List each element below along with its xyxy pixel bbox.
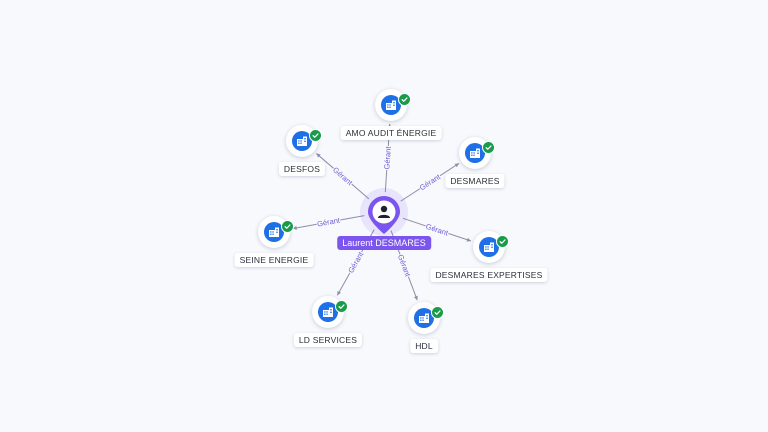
building-icon — [479, 237, 499, 257]
relation-label: Gérant — [396, 253, 413, 278]
building-icon — [318, 302, 338, 322]
company-name[interactable]: DESMARES EXPERTISES — [430, 268, 548, 282]
person-name[interactable]: Laurent DESMARES — [337, 236, 431, 250]
verified-check-icon — [398, 93, 411, 106]
building-icon — [264, 222, 284, 242]
relation-edge: Gérant — [316, 153, 370, 200]
verified-check-icon — [482, 141, 495, 154]
company-avatar — [473, 231, 505, 263]
arrow-head-icon — [337, 290, 341, 296]
verified-check-icon — [431, 306, 444, 319]
verified-check-icon — [335, 300, 348, 313]
building-icon — [465, 143, 485, 163]
relation-label: Gérant — [316, 215, 341, 228]
arrow-head-icon — [414, 295, 418, 301]
company-name[interactable]: DESFOS — [278, 162, 326, 176]
building-icon — [381, 95, 401, 115]
arrow-head-icon — [292, 225, 297, 230]
building-icon — [292, 131, 312, 151]
building-icon — [414, 308, 434, 328]
company-name[interactable]: DESMARES — [445, 174, 505, 188]
company-avatar — [375, 89, 407, 121]
company-avatar — [408, 302, 440, 334]
verified-check-icon — [309, 129, 322, 142]
verified-check-icon — [281, 220, 294, 233]
person-icon — [368, 196, 400, 234]
verified-check-icon — [496, 235, 509, 248]
company-name[interactable]: AMO AUDIT ÉNERGIE — [340, 126, 442, 140]
company-name[interactable]: LD SERVICES — [293, 333, 363, 347]
relation-label: Gérant — [382, 145, 393, 169]
company-name[interactable]: HDL — [410, 339, 438, 353]
relation-edge: Gérant — [292, 215, 365, 230]
arrow-head-icon — [316, 153, 321, 158]
arrow-head-icon — [466, 237, 471, 242]
company-name[interactable]: SEINE ENERGIE — [234, 253, 314, 267]
arrow-head-icon — [454, 163, 460, 168]
